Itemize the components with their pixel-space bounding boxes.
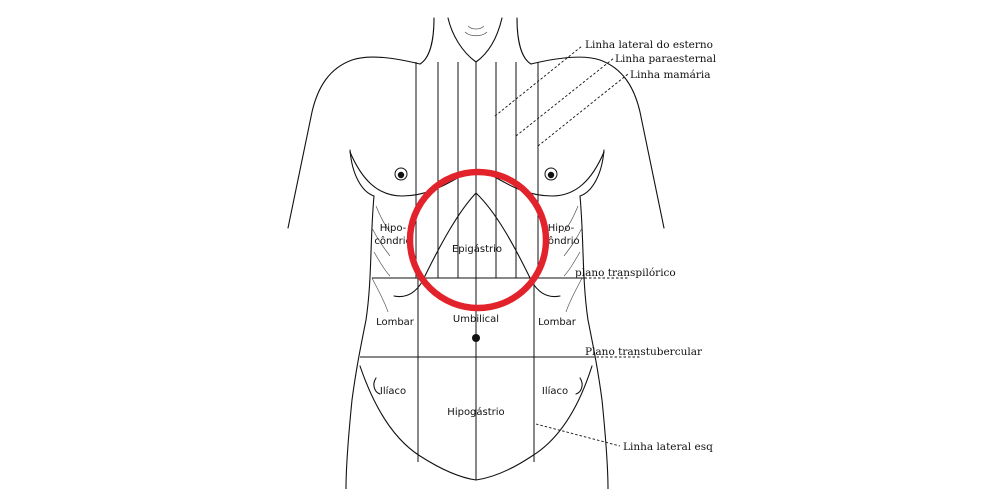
label-hypochondrium-right-line2: côndrio xyxy=(542,235,579,247)
callout-left-lateral-line: Linha lateral esq xyxy=(623,441,713,453)
umbilicus-dot xyxy=(472,334,480,342)
callout-labels: Linha lateral do esterno Linha paraester… xyxy=(575,39,717,453)
label-lumbar-right: Lombar xyxy=(538,317,577,328)
callout-transtubercular-plane: Plano transtubercular xyxy=(585,346,703,358)
label-lumbar-left: Lombar xyxy=(376,317,415,328)
label-hypochondrium-left-line2: côndrio xyxy=(374,235,411,247)
label-hypochondrium-left-line1: Hipo- xyxy=(380,223,407,234)
callout-lateral-sternal-line: Linha lateral do esterno xyxy=(585,39,713,51)
region-labels: Hipo- côndrio Hipo- côndrio Epigástrio L… xyxy=(374,223,579,418)
callout-parasternal-line: Linha paraesternal xyxy=(615,53,717,65)
nipple-markers xyxy=(394,167,558,181)
highlight-circle xyxy=(406,168,550,312)
label-epigastrium: Epigástrio xyxy=(452,243,502,255)
callout-mammary-line: Linha mamária xyxy=(630,69,711,81)
label-umbilical: Umbilical xyxy=(453,314,499,325)
label-hypogastrium: Hipogástrio xyxy=(447,406,504,418)
callout-leaders xyxy=(494,45,640,447)
callout-transpyloric-plane: plano transpilórico xyxy=(575,267,676,279)
reference-lines xyxy=(360,62,592,480)
label-iliac-left: Ilíaco xyxy=(380,385,406,397)
label-hypochondrium-right-line1: Hipo- xyxy=(548,223,575,234)
label-iliac-right: Ilíaco xyxy=(542,385,568,397)
